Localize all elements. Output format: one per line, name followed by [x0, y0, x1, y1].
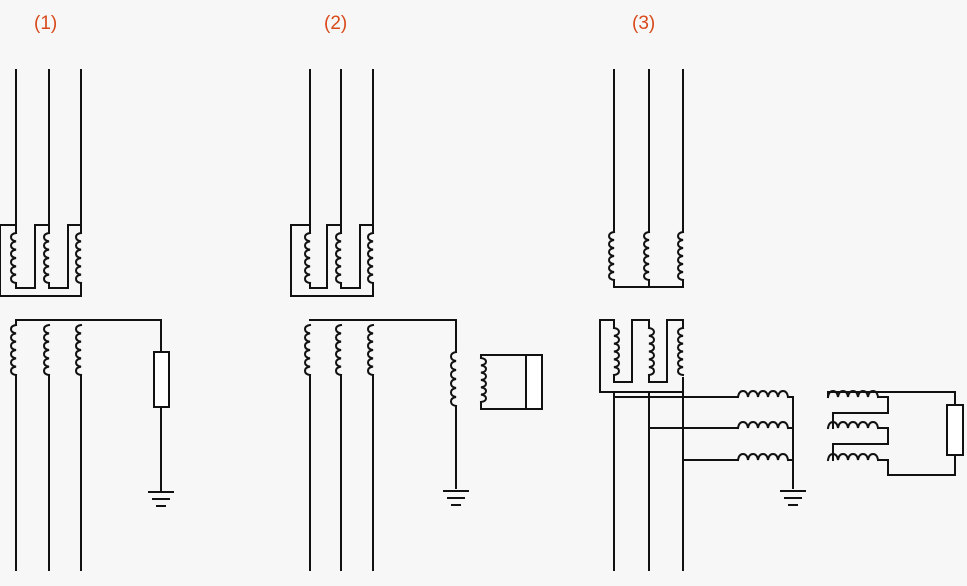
- resistor-icon: [153, 351, 170, 408]
- figure-2-label: (2): [324, 13, 348, 34]
- coil-icon: [736, 452, 790, 462]
- ct-frame: [290, 224, 374, 297]
- coil-icon: [607, 230, 616, 282]
- coil-icon: [303, 323, 312, 377]
- coil-icon: [74, 323, 83, 377]
- coil-icon: [334, 231, 343, 285]
- coil-icon: [334, 323, 343, 377]
- coil-icon: [676, 326, 685, 377]
- coil-icon: [826, 420, 880, 430]
- coil-icon: [9, 231, 18, 285]
- coil-icon: [647, 326, 656, 377]
- coil-icon: [9, 323, 18, 377]
- coil-icon: [736, 389, 790, 399]
- figure-3: [599, 69, 964, 571]
- ct-loops: [15, 224, 82, 289]
- gt-neutral: [787, 396, 794, 489]
- ct-loops: [613, 319, 684, 383]
- coil-icon: [676, 230, 685, 282]
- ct-loops: [309, 224, 374, 289]
- coil-icon: [42, 323, 51, 377]
- coil-icon: [612, 326, 621, 377]
- coil-icon: [449, 350, 458, 408]
- figure-2: [290, 69, 543, 571]
- coil-icon: [303, 231, 312, 285]
- figure-3-label: (3): [632, 13, 656, 34]
- coil-icon: [826, 452, 880, 462]
- ct-frame: [0, 224, 82, 297]
- star-point: [613, 279, 684, 288]
- ground-icon: [148, 491, 174, 507]
- figure-1-label: (1): [34, 13, 58, 34]
- ground-icon: [780, 490, 806, 506]
- resistor-icon: [946, 404, 964, 456]
- coil-icon: [479, 356, 488, 404]
- secondary-winding-loop: [480, 354, 527, 410]
- coil-icon: [42, 231, 51, 285]
- coil-icon: [366, 231, 375, 285]
- coil-icon: [736, 420, 790, 430]
- ground-icon: [443, 490, 469, 506]
- ct-frame: [599, 319, 684, 393]
- figure-1: [0, 69, 174, 571]
- coil-icon: [642, 230, 651, 282]
- coil-icon: [366, 323, 375, 377]
- coil-icon: [74, 231, 83, 285]
- resistor-icon: [525, 354, 543, 410]
